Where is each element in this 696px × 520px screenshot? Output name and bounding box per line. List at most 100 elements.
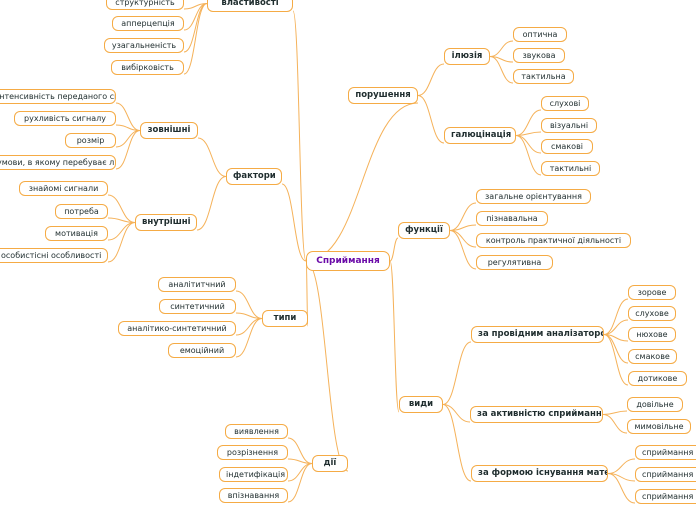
topic-niukhove[interactable]: нюхове [628, 327, 676, 342]
topic-zvukova[interactable]: звукова [513, 48, 565, 63]
topic-slukhove[interactable]: слухове [628, 306, 676, 321]
connector-n-fa [281, 183, 307, 262]
topic-potreba[interactable]: потреба [55, 204, 108, 219]
topic-zovnishni[interactable]: зовнішні [140, 122, 198, 139]
connector-n-ha2 [515, 135, 542, 154]
topic-umovy[interactable]: умови, в якому перебуває людина [0, 155, 116, 170]
connector-n-zo [197, 137, 227, 177]
topic-kontrol-diialnosti[interactable]: контроль практичної діяльності [476, 233, 631, 248]
topic-slukhovi[interactable]: слухові [541, 96, 589, 111]
topic-spryimannia-chasu[interactable]: сприймання часу [635, 489, 696, 504]
topic-rozriznennia[interactable]: розрізнення [217, 445, 288, 460]
connector-n-fo0 [607, 458, 636, 474]
connector-n-an4 [603, 334, 629, 386]
topic-vybirkovist[interactable]: вибірковість [111, 60, 184, 75]
connector-n-vn0 [107, 194, 136, 223]
topic-znaiomi-syhnaly[interactable]: знайомі сигнали [19, 181, 108, 196]
topic-optychna[interactable]: оптична [513, 27, 567, 42]
topic-rozmir[interactable]: розмір [65, 133, 116, 148]
connector-n-ak0 [602, 410, 628, 415]
topic-analitychnyi[interactable]: аналітитчний [158, 277, 236, 292]
connector-n-di0 [287, 437, 313, 464]
topic-osobystisni-osoblyvosti[interactable]: особистісні особливості [0, 248, 108, 263]
branch-vlastyvosti[interactable]: властивості [207, 0, 293, 12]
topic-uzahalnenist[interactable]: узагальненість [104, 38, 184, 53]
connector-n-vl [292, 10, 307, 262]
connector-n-ak [442, 404, 471, 423]
topic-piznavalna[interactable]: пізнавальна [476, 211, 548, 226]
connector-n-vl2 [183, 3, 208, 53]
connector-n-fu0 [449, 202, 477, 231]
connector-n-il0 [489, 40, 514, 57]
connector-n-ha3 [515, 135, 542, 176]
topic-emotsiinyi[interactable]: емоційний [168, 343, 236, 358]
branch-porushennia[interactable]: порушення [348, 87, 418, 104]
topic-motyvatsiia[interactable]: мотивація [45, 226, 108, 241]
topic-vpiznavannia[interactable]: впізнавання [219, 488, 288, 503]
topic-vizualni[interactable]: візуальні [541, 118, 597, 133]
connector-n-fu2 [449, 230, 477, 248]
connector-n-fu [389, 237, 399, 262]
connector-n-ha0 [515, 109, 542, 136]
topic-halutsynatsiia[interactable]: галюцінація [444, 127, 516, 144]
topic-apertseptsiia[interactable]: апперцепція [112, 16, 184, 31]
topic-dotykove[interactable]: дотикове [628, 371, 687, 386]
topic-iliuziia[interactable]: ілюзія [444, 48, 490, 65]
branch-dii[interactable]: дії [312, 455, 348, 472]
topic-strukturnist[interactable]: структурність [106, 0, 184, 10]
topic-spryimannia-prostoru[interactable]: сприймання простору [635, 445, 696, 460]
connector-n-zo0 [115, 102, 141, 131]
branch-vydy[interactable]: види [399, 396, 443, 413]
connector-n-zo2 [115, 130, 141, 148]
connector-n-ha1 [515, 131, 542, 136]
branch-typy[interactable]: типи [262, 310, 308, 327]
connector-n-il2 [489, 56, 514, 84]
topic-syntetychnyi[interactable]: синтетичний [159, 299, 236, 314]
branch-faktory[interactable]: фактори [226, 168, 282, 185]
topic-taktylna[interactable]: тактильна [513, 69, 574, 84]
connector-n-di2 [287, 463, 313, 482]
connector-n-an [442, 341, 472, 405]
connector-n-an1 [603, 319, 629, 335]
topic-smakovi[interactable]: смакові [541, 139, 593, 154]
topic-spryimannia-rukhu[interactable]: сприймання руху [635, 467, 696, 482]
connector-n-vn [196, 176, 227, 231]
topic-identyfikatsiia[interactable]: індетифікація [219, 467, 288, 482]
connector-n-vn3 [107, 222, 136, 263]
connector-n-vy [389, 260, 400, 413]
connector-n-di1 [287, 458, 313, 464]
branch-funktsii[interactable]: функції [398, 222, 450, 239]
topic-mymovilne[interactable]: мимовільне [627, 419, 691, 434]
connector-n-vn1 [107, 217, 136, 223]
connector-n-ty0 [235, 290, 263, 319]
topic-analityko-syntetychnyi[interactable]: аналітико-синтетичний [118, 321, 236, 336]
connector-n-ha [417, 95, 445, 144]
connector-n-vl3 [183, 3, 208, 75]
topic-vyiavlennia[interactable]: виявлення [225, 424, 288, 439]
topic-smakove[interactable]: смакове [628, 349, 677, 364]
topic-zahalne-oriientuvannia[interactable]: загальне орієнтування [476, 189, 591, 204]
central-topic[interactable]: Сприймання [306, 251, 390, 271]
connector-n-ty3 [235, 318, 263, 358]
connector-n-fo2 [607, 473, 636, 504]
topic-taktylni[interactable]: тактильні [541, 161, 600, 176]
topic-za-aktyvnistiu[interactable]: за активністю сприймання [470, 406, 603, 423]
topic-rehuliatyvna[interactable]: регулятивна [476, 255, 553, 270]
connector-n-vn2 [107, 222, 136, 241]
topic-za-analizatorom[interactable]: за провідним аналізатором [471, 326, 604, 343]
topic-zorove[interactable]: зорове [628, 285, 676, 300]
connector-n-fo [442, 404, 472, 482]
connector-n-di3 [287, 463, 313, 503]
topic-rukhlyvist-syhnalu[interactable]: рухливість сигналу [14, 111, 116, 126]
connector-n-il [417, 63, 445, 96]
topic-intensyvnist-syhnalu[interactable]: інтенсивність переданого сигналу [0, 89, 116, 104]
topic-dovilne[interactable]: довільне [627, 397, 683, 412]
connector-n-di [305, 260, 349, 472]
topic-za-formoiu-isnuvannia[interactable]: за формою існування матерії [471, 465, 608, 482]
connector-n-zo3 [115, 130, 141, 170]
connector-n-fu3 [449, 230, 477, 270]
connector-n-an0 [603, 298, 629, 335]
topic-vnutrishni[interactable]: внутрішні [135, 214, 197, 231]
